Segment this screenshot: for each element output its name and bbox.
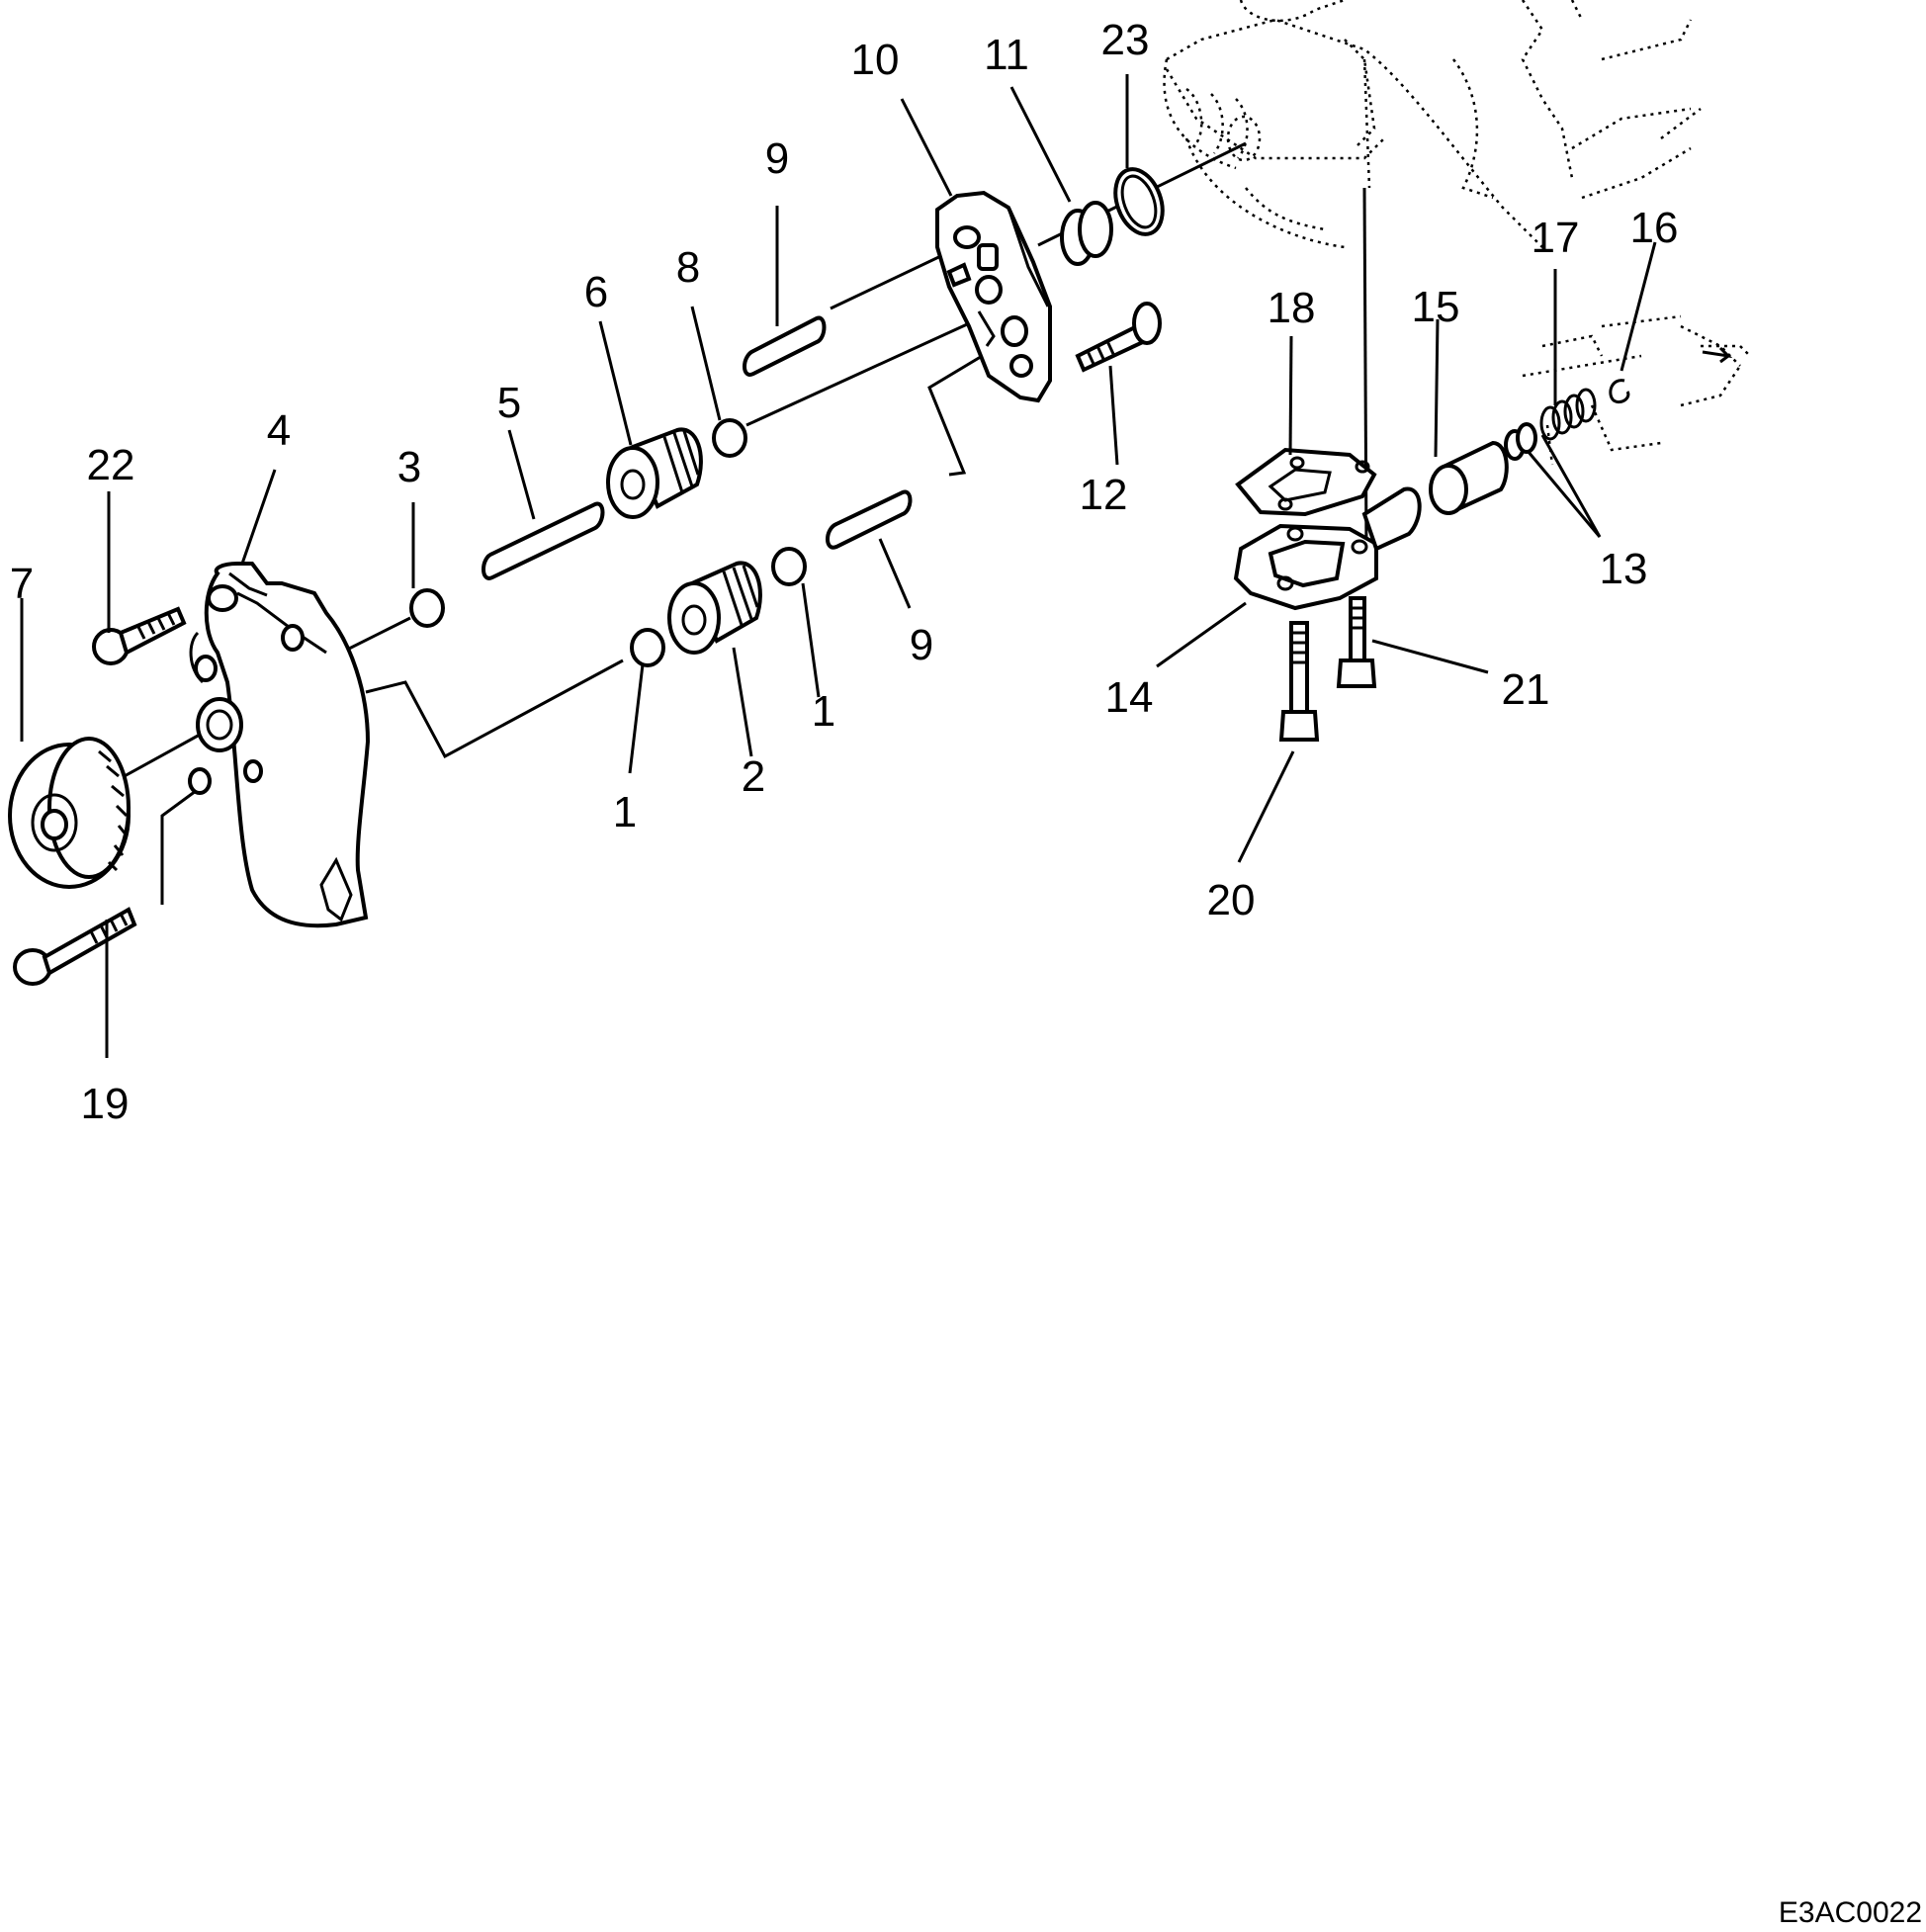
part-15-plunger bbox=[1429, 440, 1509, 515]
part-1-bushing-upper bbox=[771, 547, 807, 586]
callout-8: 8 bbox=[676, 243, 700, 292]
part-4-pump-cover bbox=[188, 562, 371, 928]
part-6-gear bbox=[606, 427, 703, 519]
callout-15: 15 bbox=[1412, 283, 1460, 331]
callout-1-upper: 1 bbox=[812, 687, 835, 736]
part-12-bolt bbox=[1075, 302, 1162, 373]
callout-23: 23 bbox=[1101, 16, 1150, 64]
part-23-o-ring bbox=[1113, 167, 1165, 236]
part-14-valve-body bbox=[1233, 486, 1422, 611]
part-16-clip bbox=[1609, 379, 1630, 404]
part-9-shaft-upper bbox=[743, 315, 827, 377]
callout-labels: 1 1 2 3 4 5 6 7 8 9 9 10 11 12 13 14 15 … bbox=[10, 16, 1679, 1128]
part-19-bolt bbox=[13, 907, 137, 986]
part-22-bolt bbox=[92, 606, 187, 665]
callout-leaders bbox=[20, 74, 1657, 1058]
callout-18: 18 bbox=[1268, 284, 1316, 332]
arrow-icon bbox=[1702, 346, 1733, 364]
callout-13: 13 bbox=[1600, 545, 1648, 593]
callout-16: 16 bbox=[1630, 204, 1679, 252]
callout-21: 21 bbox=[1502, 665, 1550, 714]
callout-2: 2 bbox=[742, 752, 765, 801]
part-11-ring bbox=[1060, 201, 1113, 266]
part-8-bushing bbox=[712, 418, 747, 458]
part-20-bolt bbox=[1278, 621, 1320, 742]
callout-9-lower: 9 bbox=[910, 621, 933, 669]
callout-19: 19 bbox=[81, 1080, 130, 1128]
callout-12: 12 bbox=[1080, 471, 1128, 519]
part-1-bushing-lower bbox=[630, 628, 665, 667]
callout-14: 14 bbox=[1105, 673, 1154, 722]
part-9-shaft-lower bbox=[826, 489, 913, 550]
callout-10: 10 bbox=[851, 36, 900, 84]
callout-20: 20 bbox=[1207, 876, 1256, 924]
callout-22: 22 bbox=[87, 441, 135, 489]
callout-4: 4 bbox=[267, 406, 291, 455]
callout-3: 3 bbox=[397, 443, 421, 491]
part-18-gasket bbox=[1235, 447, 1377, 517]
part-17-spring bbox=[1539, 388, 1597, 441]
callout-7: 7 bbox=[10, 560, 34, 608]
callout-5: 5 bbox=[497, 379, 521, 427]
callout-1-lower: 1 bbox=[613, 788, 637, 836]
part-3-bushing bbox=[409, 588, 445, 628]
figure-code: E3AC0022 bbox=[1779, 1896, 1922, 1929]
callout-11: 11 bbox=[984, 31, 1029, 79]
part-7-gear bbox=[8, 737, 131, 889]
engine-block-outline bbox=[1163, 0, 1749, 466]
part-10-housing-plate bbox=[935, 190, 1052, 403]
callout-9-upper: 9 bbox=[765, 134, 789, 183]
part-21-bolt bbox=[1336, 596, 1377, 688]
part-13-washers bbox=[1504, 422, 1537, 461]
part-5-shaft bbox=[482, 501, 605, 580]
callout-6: 6 bbox=[584, 268, 608, 316]
callout-17: 17 bbox=[1532, 214, 1580, 262]
part-2-gear bbox=[667, 561, 762, 655]
